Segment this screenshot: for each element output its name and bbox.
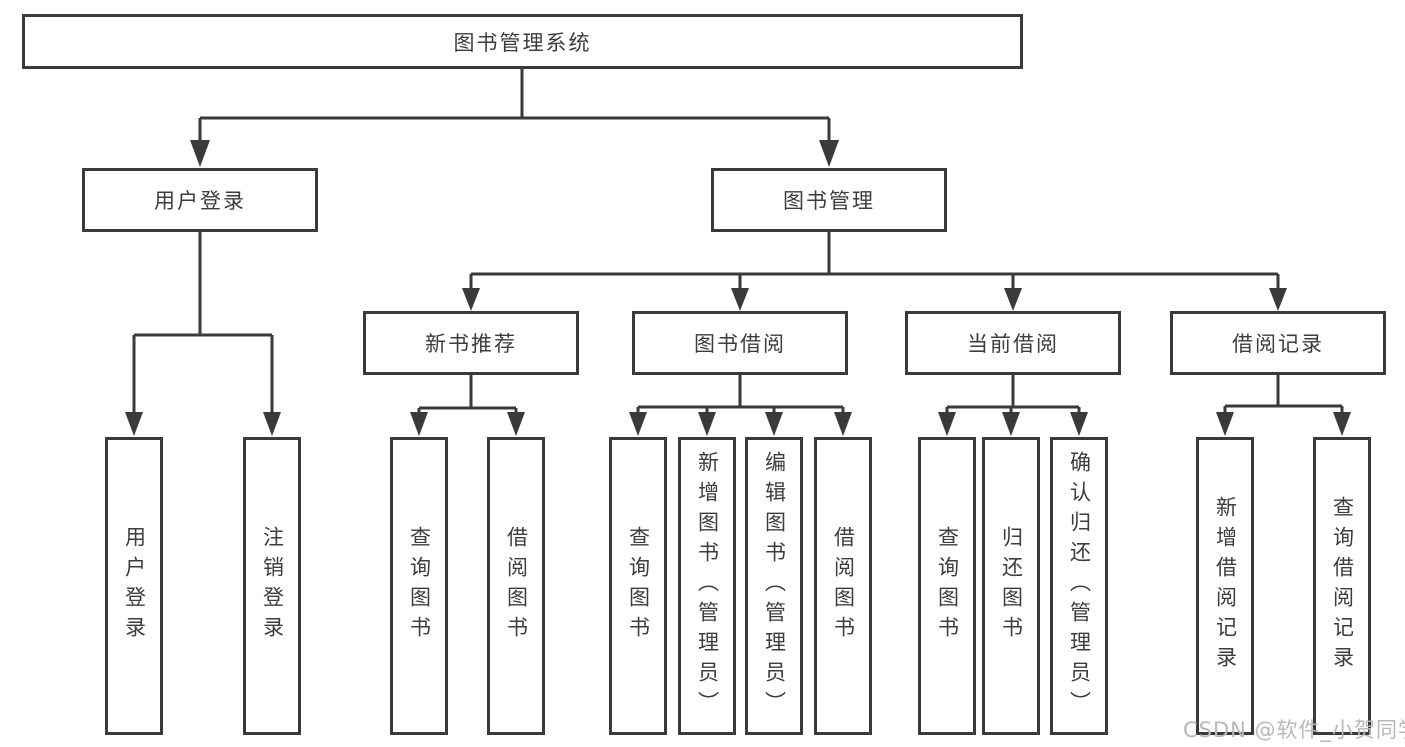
leaf-add-books-admin: 新增图书（管理员） (678, 437, 736, 735)
leaf-label: 借阅图书 (831, 526, 856, 646)
leaf-edit-books-admin: 编辑图书（管理员） (745, 437, 803, 735)
node-book-borrowing: 图书借阅 (632, 311, 848, 375)
node-library-system: 图书管理系统 (22, 14, 1023, 69)
node-label: 图书借阅 (694, 332, 786, 356)
leaf-query-borrow-record: 查询借阅记录 (1313, 437, 1371, 735)
node-book-management: 图书管理 (711, 168, 947, 232)
leaf-label: 新增借阅记录 (1213, 496, 1238, 676)
leaf-label: 确认归还（管理员） (1067, 451, 1092, 721)
leaf-label: 用户登录 (122, 526, 147, 646)
leaf-label: 注销登录 (260, 526, 285, 646)
leaf-query-books-borrow: 查询图书 (609, 437, 667, 735)
leaf-add-borrow-record: 新增借阅记录 (1196, 437, 1254, 735)
node-borrowing-records: 借阅记录 (1170, 311, 1386, 375)
node-user-login: 用户登录 (82, 168, 318, 232)
node-label: 用户登录 (154, 189, 246, 213)
node-label: 图书管理系统 (453, 30, 592, 55)
leaf-user-login: 用户登录 (105, 437, 163, 735)
leaf-logout: 注销登录 (243, 437, 301, 735)
leaf-borrow-books: 借阅图书 (814, 437, 872, 735)
leaf-label: 编辑图书（管理员） (762, 451, 787, 721)
node-label: 借阅记录 (1232, 332, 1324, 356)
leaf-label: 归还图书 (999, 526, 1024, 646)
leaf-label: 新增图书（管理员） (695, 451, 720, 721)
leaf-borrow-books-recommend: 借阅图书 (487, 437, 545, 735)
leaf-label: 查询图书 (407, 526, 432, 646)
node-label: 当前借阅 (967, 332, 1059, 356)
leaf-query-books-current: 查询图书 (918, 437, 976, 735)
node-label: 图书管理 (783, 189, 875, 213)
leaf-label: 查询图书 (626, 526, 651, 646)
leaf-label: 查询借阅记录 (1330, 496, 1355, 676)
leaf-confirm-return-admin: 确认归还（管理员） (1050, 437, 1108, 735)
node-current-borrowing: 当前借阅 (905, 311, 1121, 375)
leaf-label: 借阅图书 (504, 526, 529, 646)
node-label: 新书推荐 (425, 332, 517, 356)
node-new-book-recommend: 新书推荐 (363, 311, 579, 375)
leaf-label: 查询图书 (935, 526, 960, 646)
leaf-return-books: 归还图书 (982, 437, 1040, 735)
leaf-query-books-recommend: 查询图书 (390, 437, 448, 735)
